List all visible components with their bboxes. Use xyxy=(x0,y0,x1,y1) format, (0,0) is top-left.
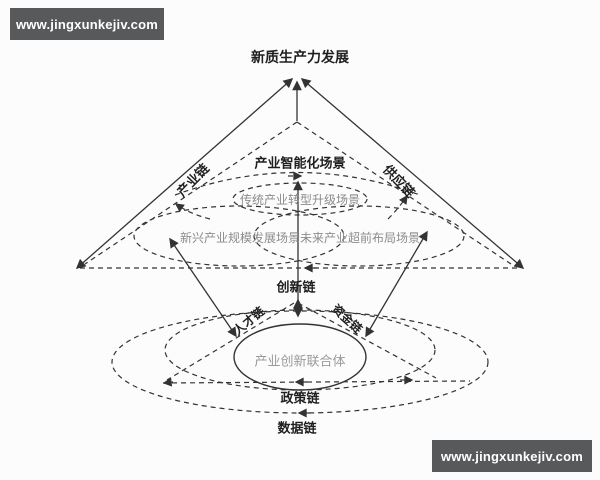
consortium-ellipses xyxy=(111,309,489,414)
watermark-bottom-right-text: www.jingxunkejiv.com xyxy=(441,448,583,464)
scenario-ellipses xyxy=(133,171,465,267)
connector-arrows xyxy=(169,180,428,338)
watermark-top-left: www.jingxunkejiv.com xyxy=(10,8,164,40)
diagram-title: 新质生产力发展 xyxy=(251,49,349,65)
productivity-triangle xyxy=(75,78,525,269)
chain-lines xyxy=(162,302,471,418)
consortium-label: 产业创新联合体 xyxy=(254,353,346,369)
data-chain-label: 数据链 xyxy=(277,420,317,436)
innovation-chain-label: 创新链 xyxy=(276,279,316,295)
traditional-scenario-label: 传统产业转型升级场景 xyxy=(239,193,361,207)
smart-scenario-heading: 产业智能化场景 xyxy=(254,155,346,171)
emerging-scenario-label: 新兴产业规模发展场景 xyxy=(179,231,301,245)
policy-chain-label: 政策链 xyxy=(280,390,320,406)
future-scenario-label: 未来产业超前布局场景 xyxy=(299,231,421,245)
watermark-top-left-text: www.jingxunkejiv.com xyxy=(16,16,158,32)
watermark-bottom-right: www.jingxunkejiv.com xyxy=(432,440,592,472)
